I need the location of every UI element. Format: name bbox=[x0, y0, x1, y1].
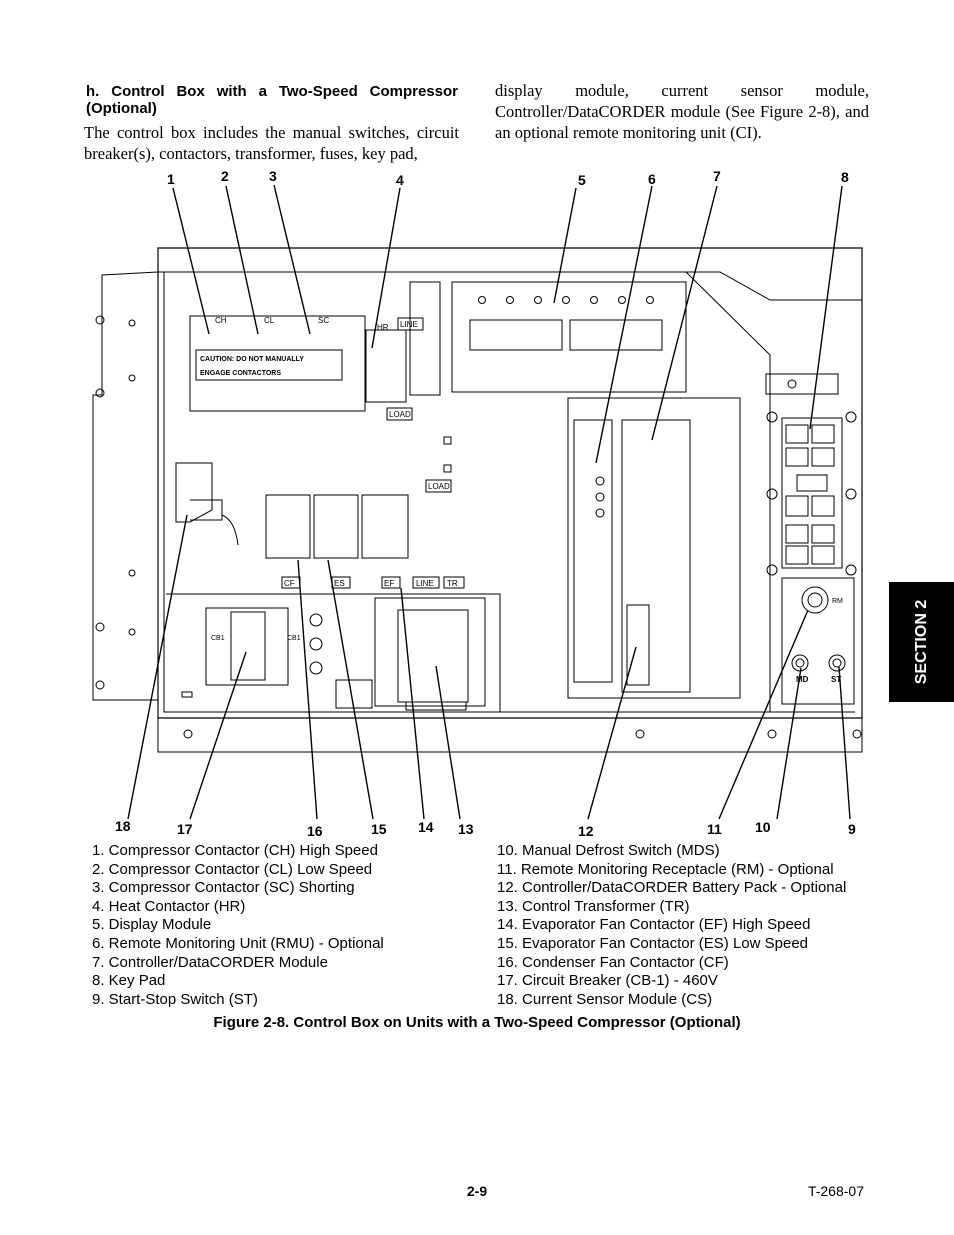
callout-13: 13 bbox=[458, 821, 474, 837]
label-cf: CF bbox=[284, 579, 295, 588]
section-heading: h. Control Box with a Two-Speed Compress… bbox=[86, 83, 458, 117]
label-line-bottom: LINE bbox=[416, 579, 434, 588]
legend-item: 10. Manual Defrost Switch (MDS) bbox=[497, 842, 720, 859]
callout-18: 18 bbox=[115, 818, 131, 834]
label-hr: HR bbox=[377, 323, 389, 332]
legend-left-column: 1. Compressor Contactor (CH) High Speed … bbox=[92, 842, 384, 1009]
document-id: T-268-07 bbox=[807, 1183, 864, 1199]
label-cl: CL bbox=[264, 316, 275, 325]
legend-item: 18. Current Sensor Module (CS) bbox=[497, 990, 713, 1008]
legend-item: 14. Evaporator Fan Contactor (EF) High S… bbox=[497, 916, 811, 934]
callout-7: 7 bbox=[713, 168, 721, 184]
intro-paragraph-right: display module, current sensor module, C… bbox=[495, 81, 869, 142]
legend-item: 17. Circuit Breaker (CB-1) - 460V bbox=[497, 972, 718, 990]
legend-item: 2. Compressor Contactor (CL) Low Speed bbox=[92, 860, 373, 878]
legend-item: 3. Compressor Contactor (SC) Shorting bbox=[92, 879, 355, 897]
label-md: MD bbox=[796, 675, 809, 684]
legend-right-column: 10. Manual Defrost Switch (MDS) 11. Remo… bbox=[497, 842, 846, 1009]
callout-15: 15 bbox=[371, 821, 387, 837]
label-load-top: LOAD bbox=[389, 410, 411, 419]
label-rm: RM bbox=[832, 598, 843, 605]
label-cb1-right: CB1 bbox=[287, 635, 301, 642]
callout-3: 3 bbox=[269, 168, 277, 184]
callout-14: 14 bbox=[418, 819, 434, 835]
legend-item: 5. Display Module bbox=[92, 916, 212, 934]
callout-9: 9 bbox=[848, 821, 856, 837]
section-tab-label: SECTION 2 bbox=[912, 599, 930, 685]
legend-item: 1. Compressor Contactor (CH) High Speed bbox=[92, 842, 378, 859]
callout-10: 10 bbox=[755, 819, 771, 835]
section-tab: SECTION 2 bbox=[889, 582, 954, 702]
label-ef: EF bbox=[384, 579, 394, 588]
label-es: ES bbox=[334, 579, 345, 588]
page-number: 2-9 bbox=[466, 1183, 488, 1199]
callout-11: 11 bbox=[707, 821, 722, 837]
callout-5: 5 bbox=[578, 172, 586, 188]
legend-item: 16. Condenser Fan Contactor (CF) bbox=[497, 953, 729, 971]
legend-item: 8. Key Pad bbox=[92, 972, 166, 990]
label-st: ST bbox=[831, 675, 841, 684]
label-cb1-left: CB1 bbox=[211, 635, 225, 642]
caution-label-line1: CAUTION: DO NOT MANUALLY bbox=[200, 356, 304, 363]
legend-item: 11. Remote Monitoring Receptacle (RM) - … bbox=[497, 860, 834, 878]
legend-item: 13. Control Transformer (TR) bbox=[497, 897, 690, 915]
label-sc: SC bbox=[318, 316, 329, 325]
callout-2: 2 bbox=[221, 168, 229, 184]
intro-paragraph-left: The control box includes the manual swit… bbox=[84, 123, 459, 163]
label-tr: TR bbox=[447, 579, 458, 588]
callout-8: 8 bbox=[841, 169, 849, 185]
callout-4: 4 bbox=[396, 172, 404, 188]
callout-1: 1 bbox=[167, 171, 175, 187]
label-line-top: LINE bbox=[400, 320, 418, 329]
label-ch: CH bbox=[215, 316, 227, 325]
legend-item: 7. Controller/DataCORDER Module bbox=[92, 953, 328, 971]
legend-item: 9. Start-Stop Switch (ST) bbox=[92, 990, 258, 1008]
callout-17: 17 bbox=[177, 821, 193, 837]
callout-6: 6 bbox=[648, 171, 656, 187]
callout-16: 16 bbox=[307, 823, 323, 839]
legend-item: 12. Controller/DataCORDER Battery Pack -… bbox=[497, 879, 847, 897]
callout-12: 12 bbox=[578, 823, 594, 839]
legend-item: 15. Evaporator Fan Contactor (ES) Low Sp… bbox=[497, 934, 809, 952]
legend-item: 6. Remote Monitoring Unit (RMU) - Option… bbox=[92, 934, 384, 952]
figure-caption: Figure 2-8. Control Box on Units with a … bbox=[213, 1014, 741, 1031]
caution-label-line2: ENGAGE CONTACTORS bbox=[200, 370, 281, 377]
legend-item: 4. Heat Contactor (HR) bbox=[92, 897, 246, 915]
label-load-mid: LOAD bbox=[428, 482, 450, 491]
